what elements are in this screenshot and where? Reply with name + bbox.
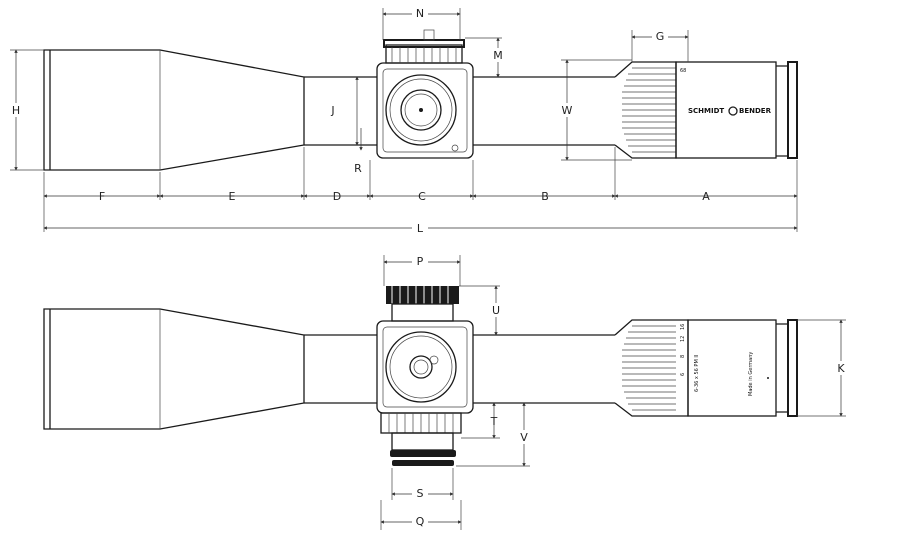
label-T: T <box>490 415 498 428</box>
origin-marking: Made in Germany <box>748 352 754 396</box>
objective-bell <box>43 49 305 171</box>
zoom-tick-1: 8 <box>680 355 686 358</box>
brand-marking-2: BENDER <box>739 107 772 115</box>
label-V: V <box>520 431 528 444</box>
magnification-ring <box>614 61 677 159</box>
scope-top-view: SCHMIDT BENDER 68 <box>43 29 798 171</box>
label-S: S <box>417 487 424 500</box>
magnification-ring-side <box>614 319 689 417</box>
elevation-turret <box>383 29 465 64</box>
zoom-tick-3: 16 <box>680 324 686 330</box>
label-J: J <box>330 104 334 117</box>
model-marking: 6-36 x 56 PM II <box>694 355 700 392</box>
turret-cap <box>386 286 459 304</box>
label-H: H <box>12 104 20 117</box>
brand-marking: SCHMIDT <box>688 107 724 115</box>
label-L: L <box>417 222 424 235</box>
label-D: D <box>333 190 341 203</box>
label-Q: Q <box>416 515 425 528</box>
objective-bell-side <box>43 308 305 430</box>
label-F: F <box>99 190 105 203</box>
ocular-ring-side <box>787 319 798 417</box>
label-E: E <box>229 190 236 203</box>
side-dimensions: P U K T V S Q <box>380 254 849 530</box>
zoom-tick-0: 6 <box>680 373 686 376</box>
turret-housing-side <box>376 320 474 414</box>
label-B: B <box>541 190 549 203</box>
eyepiece-body <box>675 61 777 159</box>
parallax-turret <box>380 412 462 466</box>
label-P: P <box>417 255 424 268</box>
zoom-tick-2: 12 <box>680 336 686 342</box>
label-R: R <box>354 162 362 175</box>
label-C: C <box>418 190 426 203</box>
label-A: A <box>702 190 710 203</box>
label-K: K <box>837 362 845 375</box>
side-turret <box>385 331 457 403</box>
eyepiece-body-side <box>687 319 777 417</box>
top-dimensions: N M G H J R W <box>8 6 798 235</box>
scope-side-view: 6-36 x 56 PM II Made in Germany 6 8 12 1… <box>43 286 798 466</box>
label-W: W <box>562 104 573 117</box>
label-G: G <box>656 30 665 43</box>
label-U: U <box>492 304 500 317</box>
ocular-ring <box>787 61 798 159</box>
top-mark: 68 <box>680 68 686 74</box>
windage-turret <box>385 74 457 146</box>
label-M: M <box>493 49 503 62</box>
turret-housing <box>376 62 474 159</box>
label-N: N <box>416 7 424 20</box>
